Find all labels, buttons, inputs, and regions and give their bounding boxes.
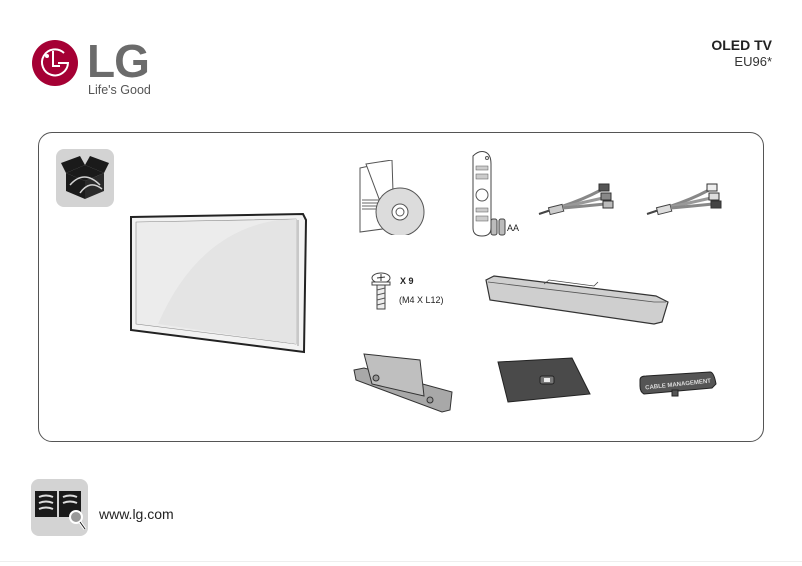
screw-quantity: X 9 [400,276,414,286]
page-bottom-divider [0,561,802,562]
lg-face-logo-icon [31,39,79,87]
tv-icon [128,212,308,362]
stand-base-icon [484,272,674,333]
brand-logo-text: LG [87,35,150,87]
product-title: OLED TV [711,37,772,53]
back-cover-icon [496,356,592,409]
brand-tagline: Life's Good [88,83,151,97]
website-link[interactable]: www.lg.com [99,506,174,522]
battery-icon [490,218,506,241]
battery-label: AA [507,223,520,233]
remote-icon [467,150,503,243]
book-search-icon [31,479,88,536]
product-model: EU96* [734,54,772,69]
accessories-panel [38,132,764,442]
stand-body-icon [352,352,454,419]
manual-cd-icon [358,159,428,240]
rca-cable-icon [537,172,617,225]
open-box-icon [56,149,114,207]
cable-management-icon: CABLE MANAGEMENT [638,370,718,405]
screw-spec: (M4 X L12) [399,295,444,305]
screw-icon [370,272,392,317]
rca-cable-icon [645,172,725,225]
